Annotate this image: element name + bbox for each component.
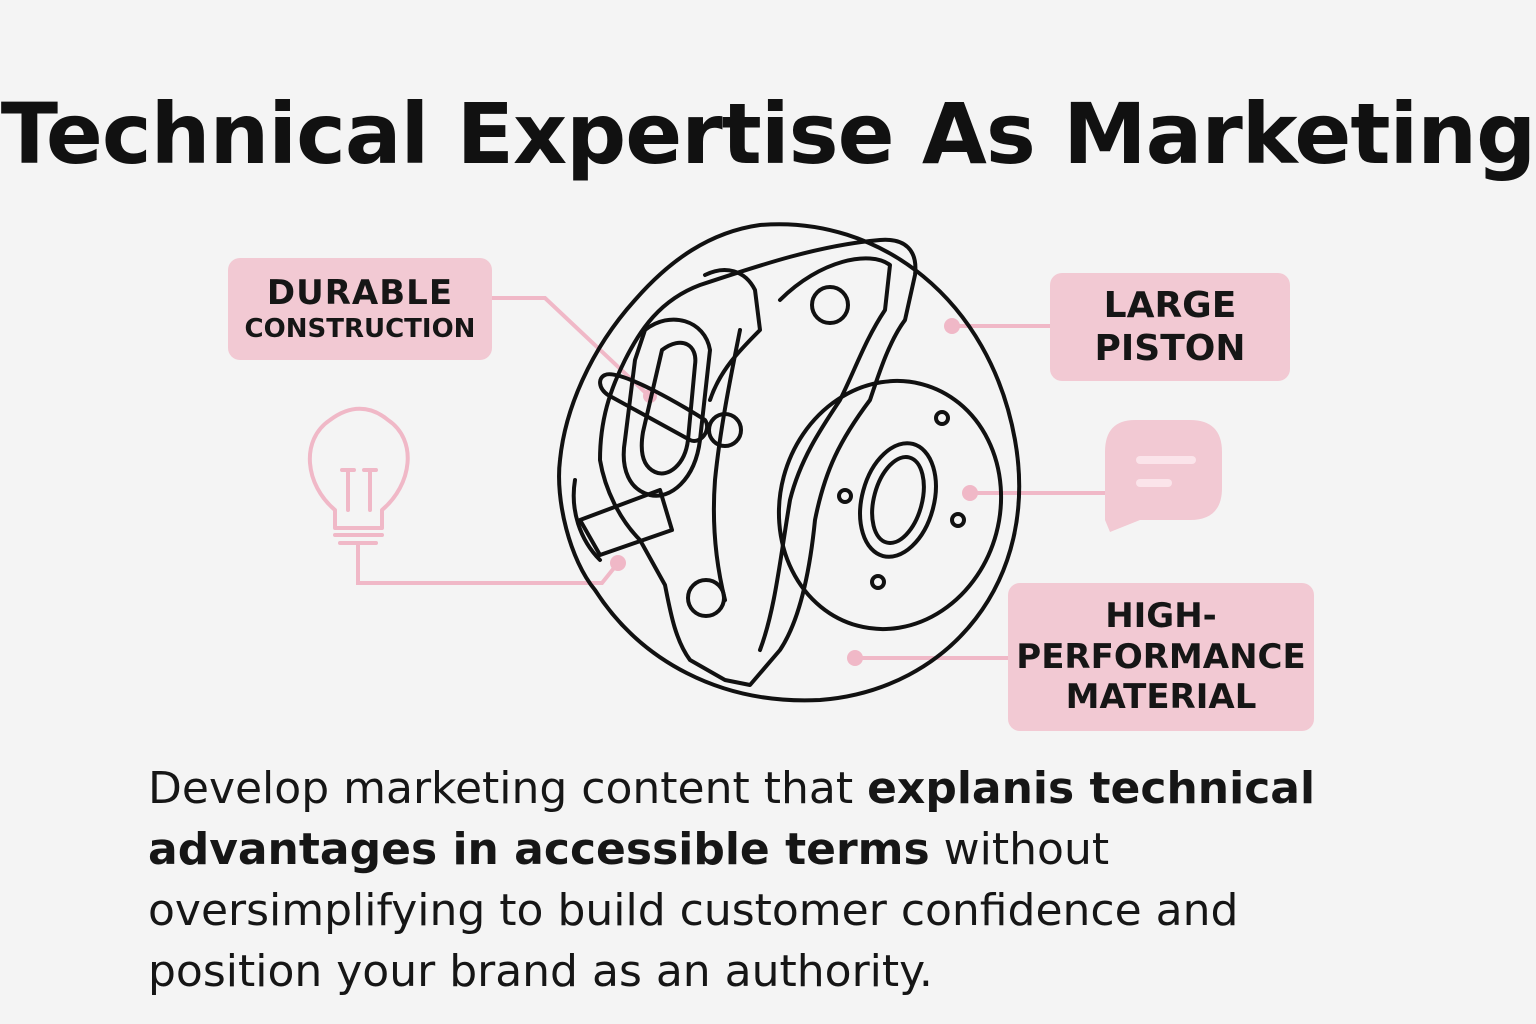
callout-durable-line2: CONSTRUCTION <box>244 313 476 344</box>
callout-material-line3: MATERIAL <box>1065 677 1257 718</box>
callout-durable-line1: DURABLE <box>266 273 454 313</box>
callout-piston-line2: PISTON <box>1094 328 1246 369</box>
body-text-bold: explanis technical advantages in accessi… <box>148 763 1316 875</box>
callout-material-line1: HIGH- <box>1105 595 1217 636</box>
callout-material-line2: PERFORMANCE <box>1016 636 1306 677</box>
chat-bubble-icon <box>1105 420 1222 532</box>
callout-durable-construction: DURABLE CONSTRUCTION <box>228 258 492 360</box>
page-title: Technical Expertise As Marketing <box>0 85 1536 183</box>
connector-lightbulb <box>356 543 620 585</box>
callout-piston-line1: LARGE <box>1103 284 1237 326</box>
callout-high-performance-material: HIGH- PERFORMANCE MATERIAL <box>1008 583 1314 731</box>
connector-durable <box>490 296 650 397</box>
body-paragraph: Develop marketing content that explanis … <box>148 758 1408 1002</box>
callout-large-piston: LARGE PISTON <box>1050 273 1290 381</box>
connector-dots <box>610 318 978 666</box>
lightbulb-icon <box>307 406 410 545</box>
body-text-part2: without oversimplifying to build custome… <box>148 824 1239 997</box>
brake-caliper-rotor <box>557 222 1022 703</box>
body-text-part1: Develop marketing content that <box>148 763 868 814</box>
